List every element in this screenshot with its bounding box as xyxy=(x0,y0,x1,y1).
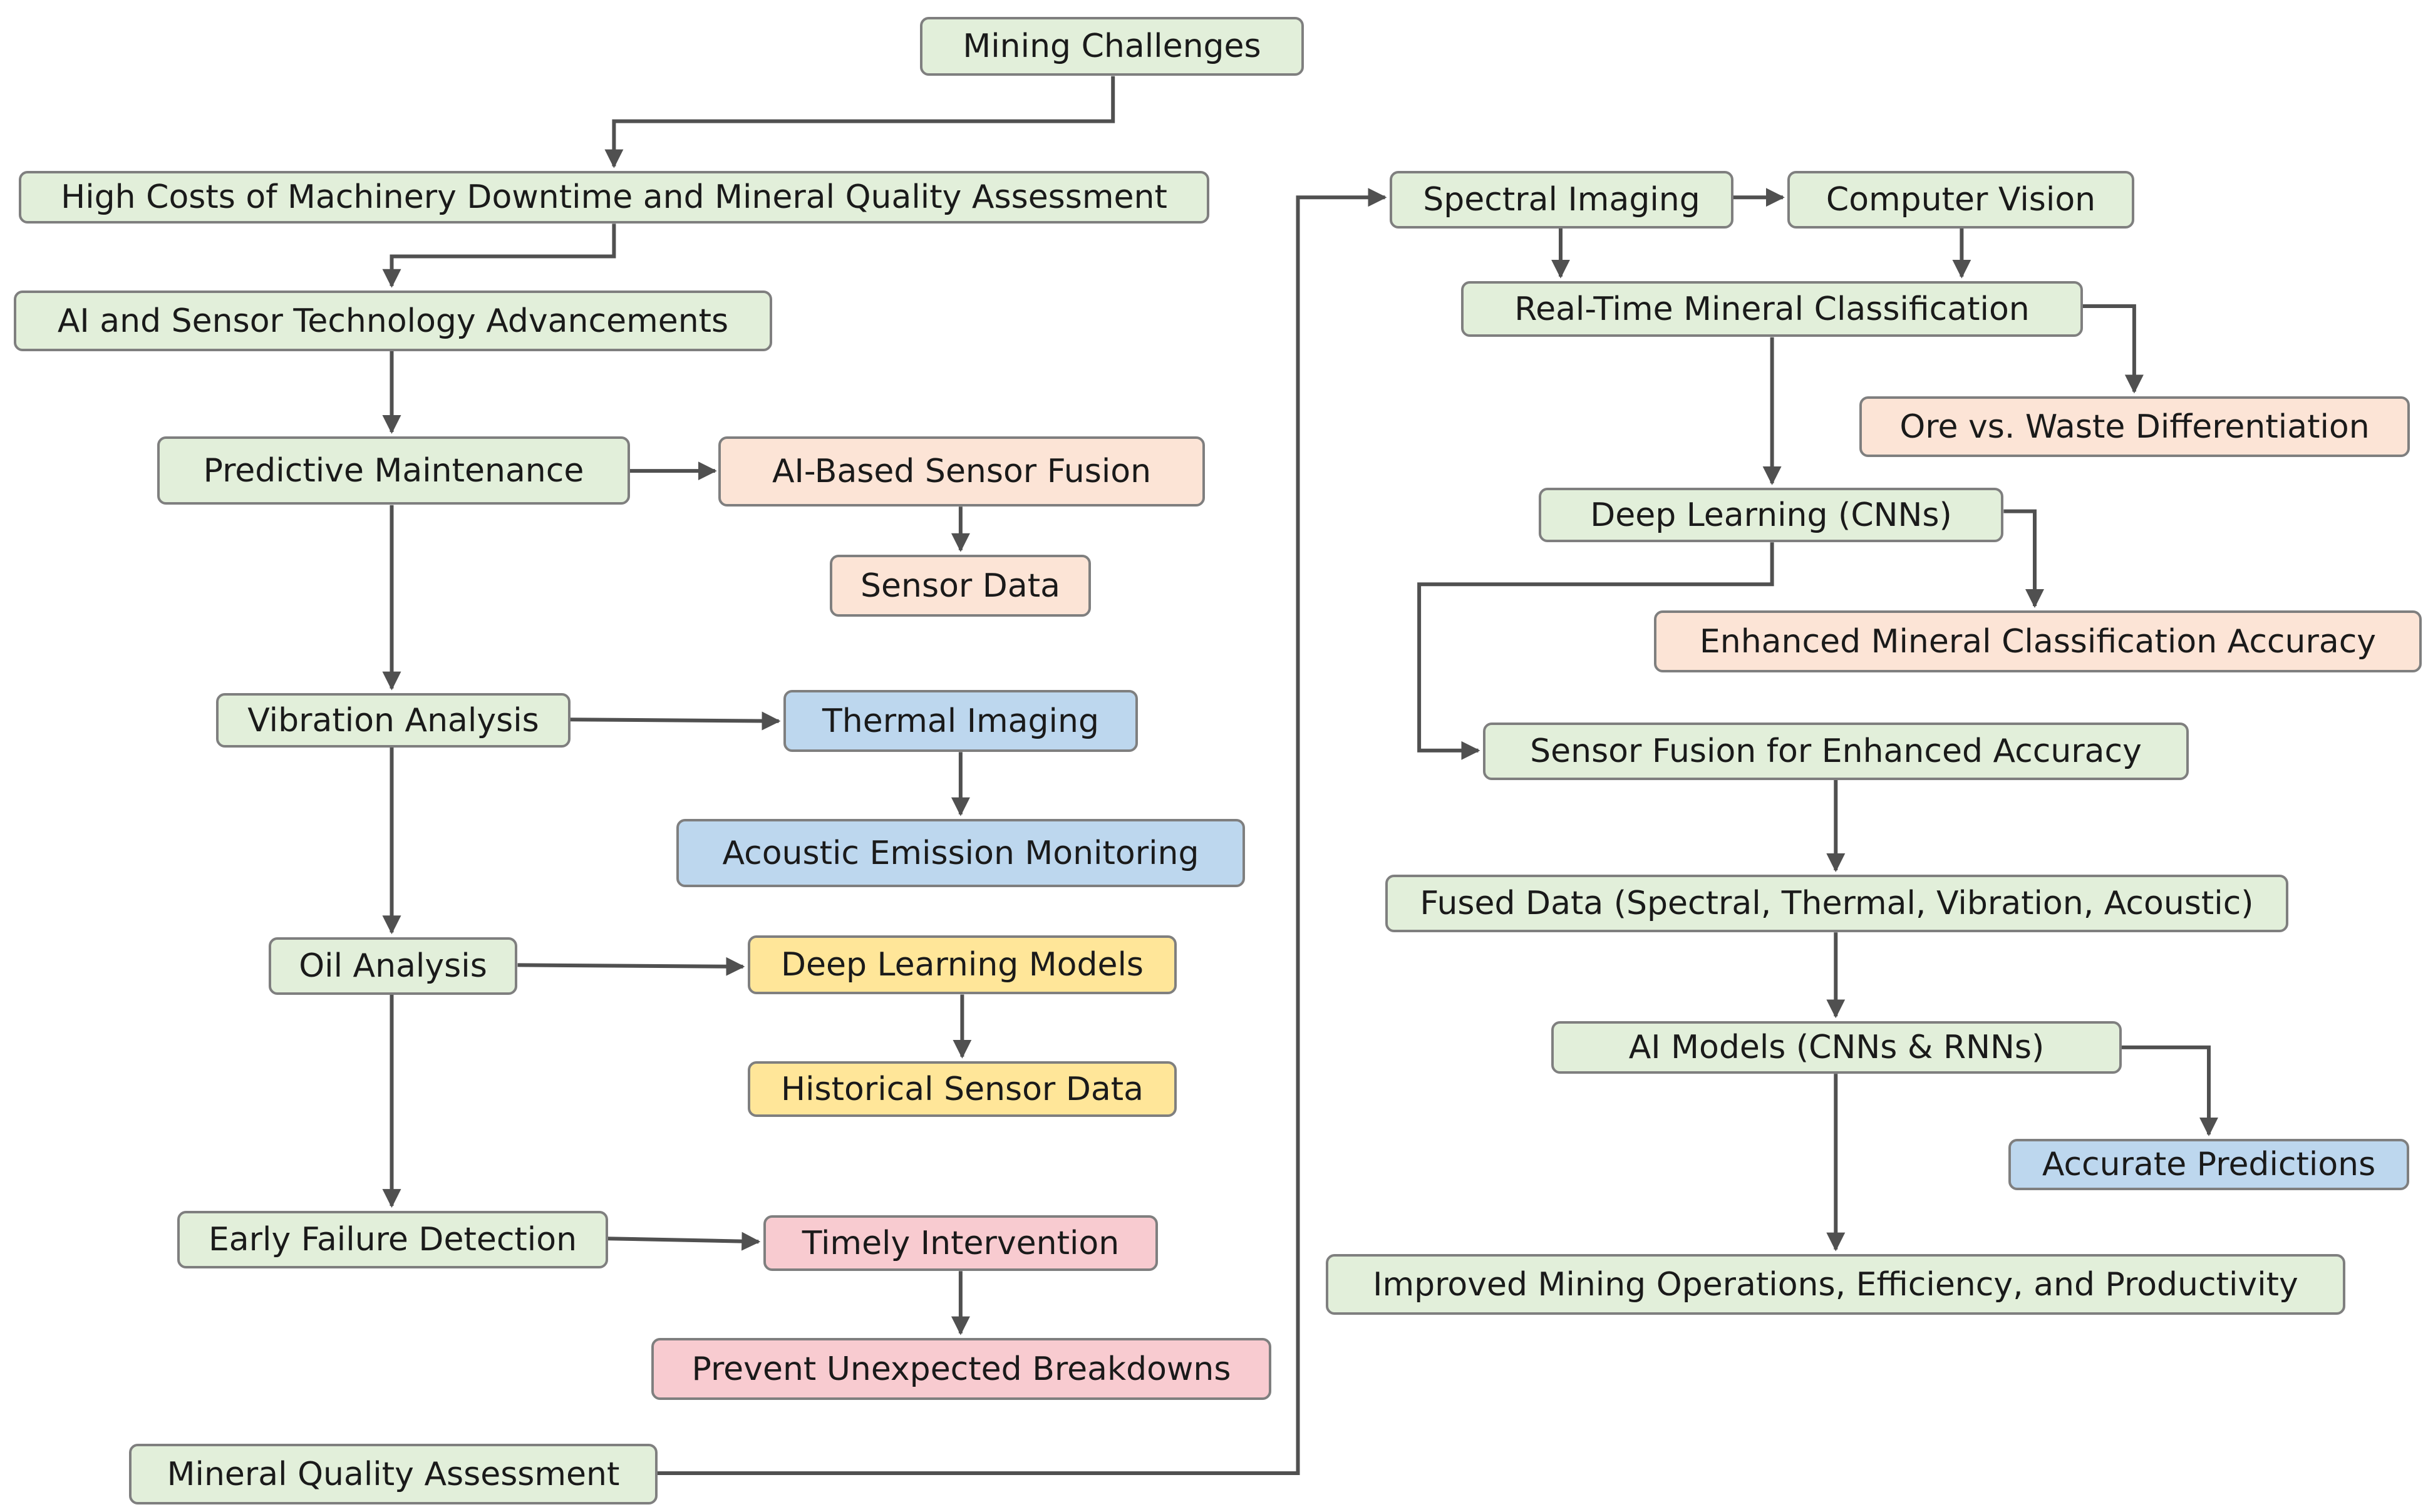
node-accurate: Accurate Predictions xyxy=(2008,1139,2409,1190)
node-thermal: Thermal Imaging xyxy=(783,690,1138,752)
node-aisensor: AI and Sensor Technology Advancements xyxy=(14,291,772,351)
node-sensordata: Sensor Data xyxy=(830,555,1091,617)
node-dlmodels: Deep Learning Models xyxy=(748,935,1177,994)
arrow-mineralqa-to-spectral xyxy=(657,188,1387,1475)
node-fused: Fused Data (Spectral, Thermal, Vibration… xyxy=(1385,875,2288,932)
node-highcosts: High Costs of Machinery Downtime and Min… xyxy=(19,171,1209,224)
node-vibration: Vibration Analysis xyxy=(216,693,571,748)
node-sensorfusion: Sensor Fusion for Enhanced Accuracy xyxy=(1483,723,2189,780)
node-timely: Timely Intervention xyxy=(763,1215,1158,1271)
arrow-deeplearn-to-enhanced xyxy=(2003,509,2044,608)
node-early: Early Failure Detection xyxy=(177,1211,608,1268)
node-vision: Computer Vision xyxy=(1787,171,2134,229)
node-mineralqa: Mineral Quality Assessment xyxy=(129,1444,658,1504)
arrow-deeplearn-to-sensorfusion xyxy=(1417,542,1774,760)
arrow-mining-to-highcosts xyxy=(604,76,1115,168)
node-aimodels: AI Models (CNNs & RNNs) xyxy=(1551,1021,2122,1074)
arrow-vibration-to-thermal xyxy=(570,711,781,731)
node-realtime: Real-Time Mineral Classification xyxy=(1461,281,2083,337)
node-oil: Oil Analysis xyxy=(269,937,517,995)
node-aifusion: AI-Based Sensor Fusion xyxy=(718,436,1205,507)
node-prevent: Prevent Unexpected Breakdowns xyxy=(651,1338,1271,1400)
node-histdata: Historical Sensor Data xyxy=(748,1061,1177,1117)
node-mining: Mining Challenges xyxy=(920,17,1304,76)
node-orewaste: Ore vs. Waste Differentiation xyxy=(1859,396,2410,457)
node-deeplearn: Deep Learning (CNNs) xyxy=(1539,488,2003,542)
arrow-oil-to-dlmodels xyxy=(517,957,745,976)
node-acoustic: Acoustic Emission Monitoring xyxy=(676,819,1245,887)
node-enhanced: Enhanced Mineral Classification Accuracy xyxy=(1654,610,2422,672)
arrow-early-to-timely xyxy=(607,1232,761,1251)
node-predictive: Predictive Maintenance xyxy=(157,436,630,505)
arrow-highcosts-to-aisensor xyxy=(382,224,616,288)
node-improved: Improved Mining Operations, Efficiency, … xyxy=(1326,1254,2345,1315)
arrow-aimodels-to-accurate xyxy=(2122,1045,2218,1136)
node-spectral: Spectral Imaging xyxy=(1390,171,1733,229)
arrow-realtime-to-orewaste xyxy=(2083,304,2144,394)
